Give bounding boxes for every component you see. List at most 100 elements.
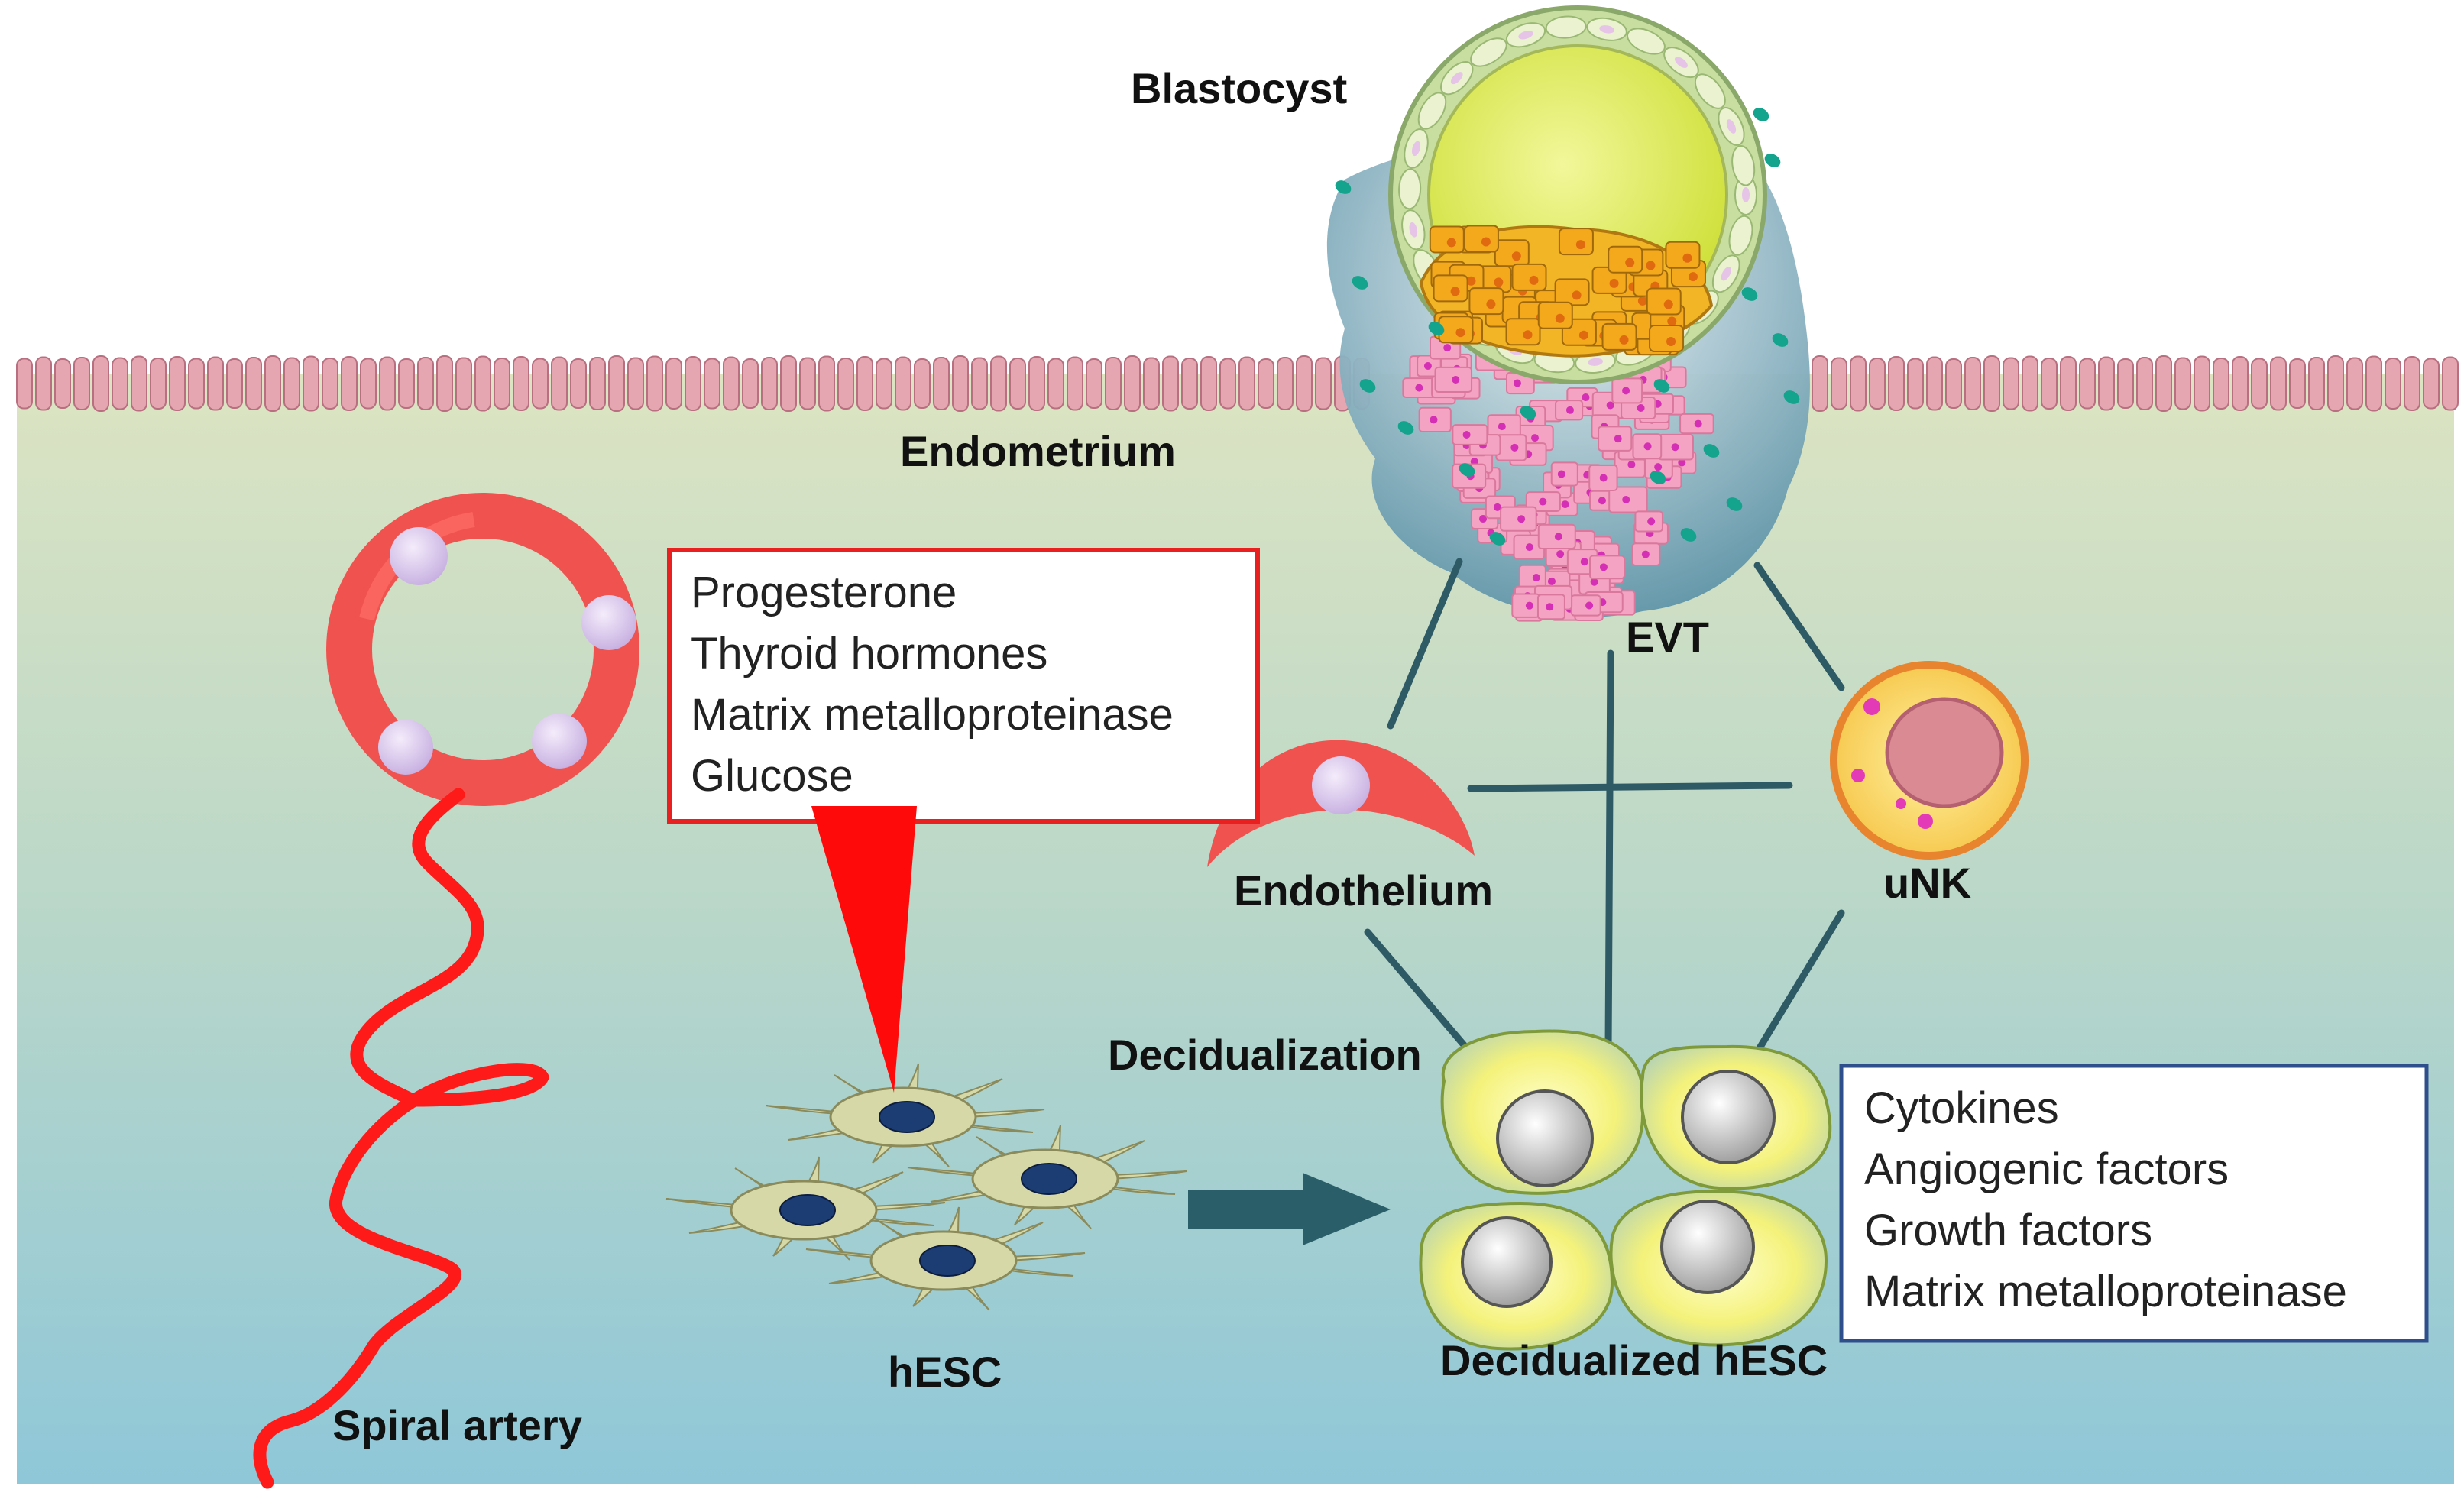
evt-nucleus [1694,419,1702,428]
epithelial-cell [2155,355,2172,412]
epithelial-cell [188,358,205,410]
evt-nucleus [1423,362,1432,371]
evt-nucleus [1590,578,1598,586]
evt-nucleus [1510,443,1519,452]
hesc-cell [665,1156,946,1261]
icm-nucleus [1511,251,1521,261]
trophectoderm-nucleus [1674,57,1688,68]
factor-item: Glucose [691,751,853,801]
epithelial-cell [2289,358,2306,409]
evt-nucleus [1479,515,1488,523]
epithelial-cell [2308,357,2325,410]
evt-nucleus [1525,543,1533,552]
icm-nucleus [1523,330,1533,340]
icm-nucleus [1667,316,1677,326]
epithelial-cell [1831,357,1847,410]
epithelial-cell [1028,356,1045,411]
epithelial-cell [990,355,1007,412]
evt-nucleus [1582,393,1590,402]
hesc-nucleus [779,1194,836,1226]
evt-nucleus [1525,601,1533,610]
evt-nucleus [1671,443,1679,452]
epithelial-cell [2003,357,2019,410]
epithelial-cell [1812,355,1828,412]
epithelial-cell [245,357,262,410]
decidualized-hesc-label: Decidualized hESC [1440,1336,1828,1384]
epithelial-cell [207,356,224,411]
evt-nucleus [1622,387,1630,395]
evt-nucleus [1622,495,1630,503]
evt-nucleus [1513,379,1521,387]
evt-nucleus [1614,435,1622,443]
icm-nucleus [1529,275,1539,285]
trophectoderm-cell [1417,92,1447,130]
icm-cell [1649,325,1685,353]
epithelial-cell [1850,355,1867,412]
epithelial-cell [2365,355,2382,412]
evt-nucleus [1643,442,1652,451]
secreted-item: Matrix metalloproteinase [1864,1267,2347,1316]
icm-nucleus [1486,299,1496,309]
epithelial-cell [73,357,90,410]
evt-nucleus [1565,406,1574,414]
factor-item: Matrix metalloproteinase [691,690,1174,740]
trophectoderm-cell [1398,168,1422,210]
epithelial-cell [2060,356,2077,411]
evt-nucleus [1462,430,1471,439]
secreted-particle [1764,154,1781,167]
secreted-particle [1520,406,1536,419]
icm-cell [1608,245,1643,274]
evt-nucleus [1678,458,1686,467]
evt-nucleus [1546,603,1554,611]
secreted-particle [1650,471,1666,484]
epithelial-cell [2098,356,2115,411]
epithelial-cell [665,358,682,410]
epithelial-cell [1162,355,1179,412]
epithelial-cell [35,356,52,411]
epithelial-cell [2022,355,2038,412]
evt-nucleus [1452,375,1460,384]
trophectoderm-nucleus [1721,267,1731,281]
icm-nucleus [1450,287,1460,296]
icm-nucleus [1555,313,1565,323]
epithelial-cell [856,356,873,411]
icm-nucleus [1666,337,1676,347]
secreted-particle [1489,532,1506,546]
epithelial-cell [303,355,319,412]
icm-cell [1429,225,1465,254]
evt-nucleus [1598,497,1606,505]
epithelial-cell [895,356,911,411]
evt-nucleus [1561,500,1569,509]
icm-nucleus [1688,272,1698,282]
epithelial-cell [112,357,128,410]
epithelial-cell [2270,356,2287,411]
trophectoderm-cell [1731,145,1756,186]
epithelial-cell [417,357,434,410]
icm-nucleus [1481,237,1491,247]
epithelial-cell [2251,358,2268,410]
epithelial-cell [2136,357,2153,410]
epithelial-cell [1869,358,1886,410]
epithelial-lining [16,355,2459,412]
epithelial-cell [551,356,568,411]
secreted-particle [1352,276,1368,290]
secreted-particles [1335,108,1800,546]
trophectoderm-nucleus [1588,358,1603,366]
epithelial-cell [933,357,950,410]
evt-nucleus [1606,401,1614,410]
secreted-particle [1335,180,1352,194]
evt-nucleus [1493,503,1501,511]
trophectoderm-cell [1694,73,1726,109]
icm-cell [1463,225,1499,253]
endometrium-label: Endometrium [900,427,1176,475]
icm-cell [1537,301,1573,329]
epithelial-cell [2041,358,2058,410]
epithelial-cell [494,358,510,410]
evt-nucleus [1654,463,1663,471]
secreted-particle [1428,322,1445,335]
hesc-nucleus [879,1101,935,1133]
epithelial-cell [1926,356,1943,411]
trophectoderm-cell [1728,215,1753,256]
evt-nucleus [1556,550,1565,558]
secreted-factors-box: Cytokines Angiogenic factors Growth fact… [1839,1064,2429,1343]
